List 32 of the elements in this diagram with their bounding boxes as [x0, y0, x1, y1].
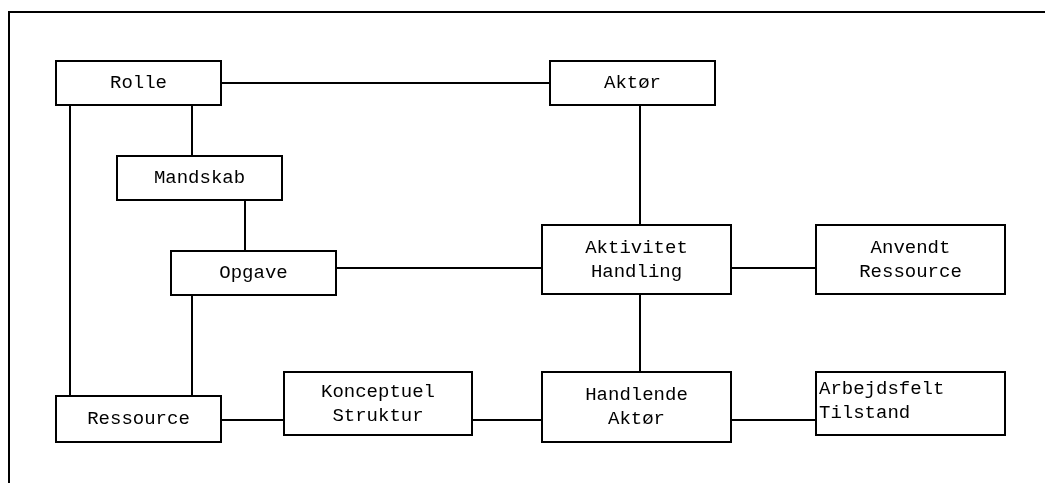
connector-line — [191, 295, 193, 396]
entity-label: Anvendt Ressource — [858, 235, 963, 284]
entity-label: Rolle — [110, 71, 167, 95]
entity-box — [283, 371, 473, 436]
entity-label: Aktør — [604, 71, 661, 95]
connector-line — [639, 105, 641, 225]
entity-box — [549, 60, 716, 106]
entity-box — [55, 60, 222, 106]
connector-line — [472, 419, 542, 421]
entity-box — [170, 250, 337, 296]
entity-label: Mandskab — [153, 166, 246, 190]
connector-line — [221, 82, 550, 84]
connector-line — [731, 267, 816, 269]
connector-line — [69, 105, 71, 396]
entity-box — [541, 371, 732, 443]
connector-line — [221, 419, 284, 421]
entity-label: Opgave — [219, 261, 288, 285]
connector-line — [639, 294, 641, 372]
entity-label: Ressource — [87, 407, 190, 431]
entity-box — [55, 395, 222, 443]
entity-label: Handlende Aktør — [584, 383, 689, 431]
entity-box — [815, 371, 1006, 436]
entity-label: Aktivitet Handling — [584, 235, 689, 284]
connector-line — [731, 419, 816, 421]
entity-label: Konceptuel Struktur — [320, 379, 436, 428]
connector-line — [244, 200, 246, 251]
entity-label: Arbejdsfelt Tilstand — [819, 377, 946, 425]
connector-line — [191, 105, 193, 156]
entity-box — [541, 224, 732, 295]
entity-box — [116, 155, 283, 201]
connector-line — [336, 267, 542, 269]
entity-box — [815, 224, 1006, 295]
